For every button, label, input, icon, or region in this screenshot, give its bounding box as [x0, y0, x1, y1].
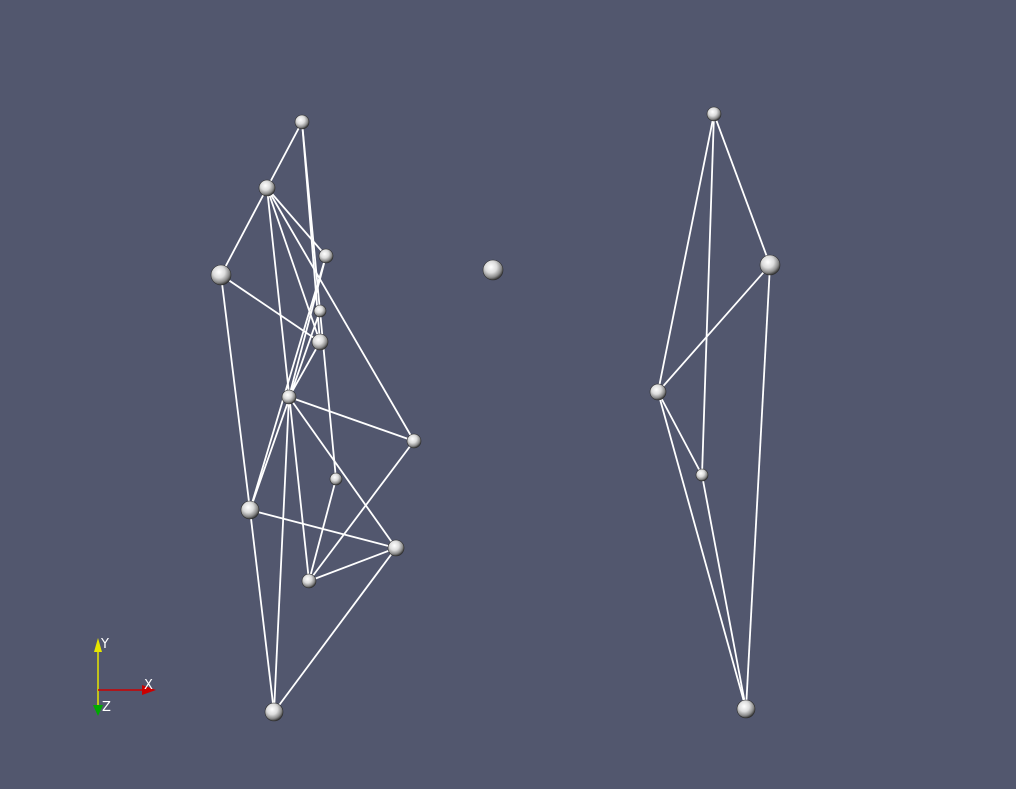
graph-edge — [249, 509, 397, 549]
graph-edge — [266, 187, 321, 343]
y-axis-label: Y — [100, 637, 109, 652]
graph-edge — [657, 264, 771, 393]
graph-edge — [657, 391, 747, 710]
graph-node-sphere[interactable] — [210, 264, 232, 286]
graph-edge — [220, 187, 268, 276]
x-axis-label: X — [144, 678, 153, 693]
graph-node-sphere[interactable] — [482, 259, 504, 281]
graph-edge — [308, 478, 337, 582]
graph-edge — [288, 341, 321, 398]
graph-edge — [745, 264, 771, 710]
graph-edge — [701, 474, 747, 710]
graph-node-sphere[interactable] — [313, 304, 327, 318]
y-axis-arrow-icon — [94, 638, 102, 652]
edge-layer — [220, 113, 771, 713]
graph-node-sphere[interactable] — [695, 468, 709, 482]
graph-edge — [249, 255, 327, 511]
graph-node-sphere[interactable] — [706, 106, 722, 122]
z-axis-label: Z — [102, 700, 111, 715]
node-layer — [210, 106, 781, 722]
graph-node-sphere[interactable] — [759, 254, 781, 276]
graph-edge — [288, 396, 415, 442]
graph-node-sphere[interactable] — [264, 702, 284, 722]
graph-node-sphere[interactable] — [387, 539, 405, 557]
graph-node-sphere[interactable] — [736, 699, 756, 719]
graph-edge — [266, 121, 303, 189]
graph-edge — [657, 391, 703, 476]
graph-edge — [657, 113, 715, 393]
graph-edge — [308, 547, 397, 582]
orientation-axes: Y X Z — [93, 637, 156, 716]
graph-node-sphere[interactable] — [329, 472, 343, 486]
graph-edge — [249, 310, 321, 511]
graph-edge — [266, 187, 415, 442]
graph-node-sphere[interactable] — [281, 389, 297, 405]
z-axis-arrow-icon — [93, 705, 103, 716]
graph-edge — [288, 396, 397, 549]
graph-node-sphere[interactable] — [258, 179, 276, 197]
x-axis-arrow-icon — [142, 685, 156, 695]
graph-node-sphere[interactable] — [311, 333, 329, 351]
graph-node-sphere[interactable] — [240, 500, 260, 520]
graph-edge — [249, 509, 275, 713]
graph-edge — [701, 113, 715, 476]
graph-node-sphere[interactable] — [294, 114, 310, 130]
graph-node-sphere[interactable] — [406, 433, 422, 449]
graph-edge — [301, 121, 321, 343]
graph-node-sphere[interactable] — [318, 248, 334, 264]
graph-edge — [713, 113, 771, 266]
graph-node-sphere[interactable] — [301, 573, 317, 589]
graph-edge — [273, 547, 397, 713]
graph-edge — [220, 274, 251, 511]
graph-edge — [273, 396, 290, 713]
graph-node-sphere[interactable] — [649, 383, 667, 401]
graph-edge — [308, 440, 415, 582]
graph-edge — [266, 187, 327, 257]
